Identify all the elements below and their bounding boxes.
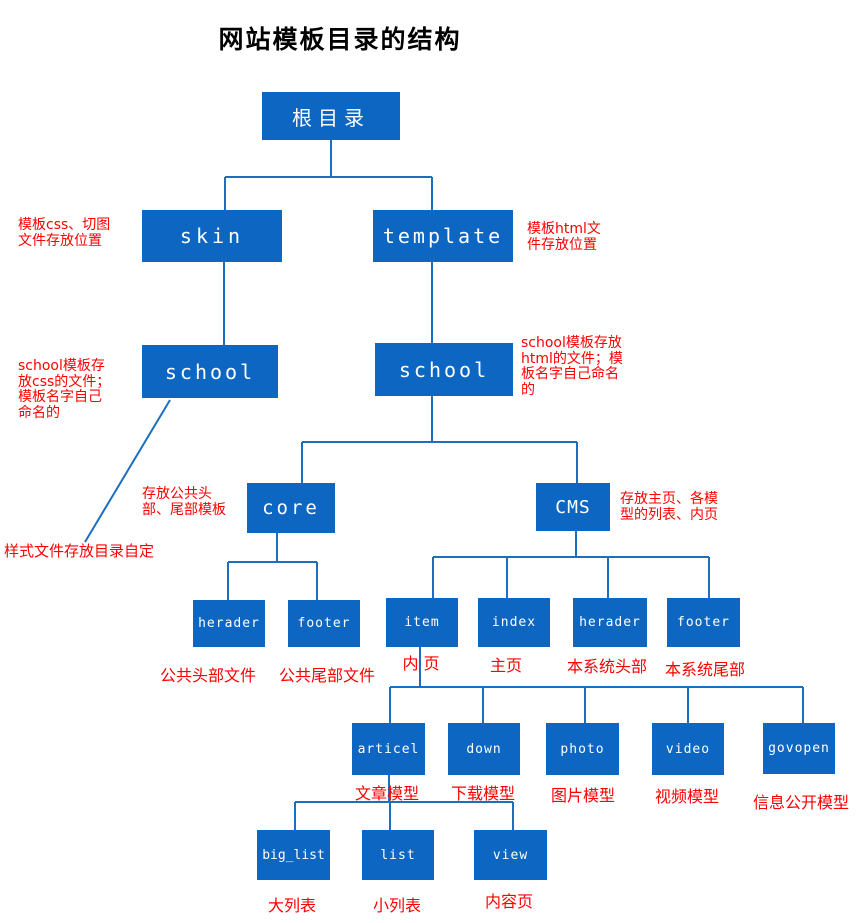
node-school_right: school (375, 343, 513, 396)
connector-line (84, 399, 171, 543)
node-govopen: govopen (763, 723, 835, 774)
caption-herader1: 公共头部文件 (159, 666, 257, 685)
node-skin: skin (142, 210, 282, 262)
node-template: template (373, 210, 513, 262)
caption-item: 内 页 (402, 654, 440, 673)
annotation-school_right: school模板存放 html的文件；模 板名字自己命名 的 (521, 335, 623, 399)
annotation-style: 样式文件存放目录自定 (4, 542, 155, 560)
caption-articel: 文章模型 (354, 784, 420, 803)
node-view: view (474, 830, 547, 880)
node-index: index (478, 598, 550, 647)
node-list: list (362, 830, 434, 880)
caption-herader2: 本系统头部 (566, 657, 648, 676)
node-footer2: footer (667, 598, 740, 647)
node-root: 根目录 (262, 92, 400, 140)
caption-big_list: 大列表 (267, 896, 317, 915)
annotation-school_left: school模板存 放css的文件； 模板名字自己 命名的 (18, 358, 111, 422)
caption-index: 主页 (489, 656, 523, 675)
node-down: down (448, 723, 520, 775)
page-title: 网站模板目录的结构 (218, 25, 462, 54)
node-video: video (652, 723, 724, 775)
caption-down: 下载模型 (450, 784, 516, 803)
node-core: core (247, 483, 335, 533)
node-big_list: big_list (257, 830, 330, 880)
annotation-skin: 模板css、切图 文件存放位置 (18, 217, 111, 249)
node-footer1: footer (288, 600, 360, 647)
node-herader1: herader (193, 600, 265, 647)
caption-video: 视频模型 (654, 787, 720, 806)
node-photo: photo (546, 723, 619, 775)
caption-list: 小列表 (372, 896, 422, 915)
caption-govopen: 信息公开模型 (752, 793, 850, 812)
node-herader2: herader (573, 598, 647, 647)
caption-view: 内容页 (484, 892, 534, 911)
node-item: item (386, 598, 458, 647)
node-school_left: school (142, 345, 278, 398)
caption-photo: 图片模型 (550, 786, 616, 805)
caption-footer2: 本系统尾部 (664, 660, 746, 679)
annotation-core: 存放公共头 部、尾部模板 (142, 486, 226, 518)
node-cms: CMS (536, 483, 610, 531)
annotation-cms: 存放主页、各模 型的列表、内页 (620, 491, 718, 523)
annotation-template: 模板html文 件存放位置 (527, 221, 601, 253)
node-articel: articel (352, 723, 425, 775)
caption-footer1: 公共尾部文件 (278, 666, 376, 685)
